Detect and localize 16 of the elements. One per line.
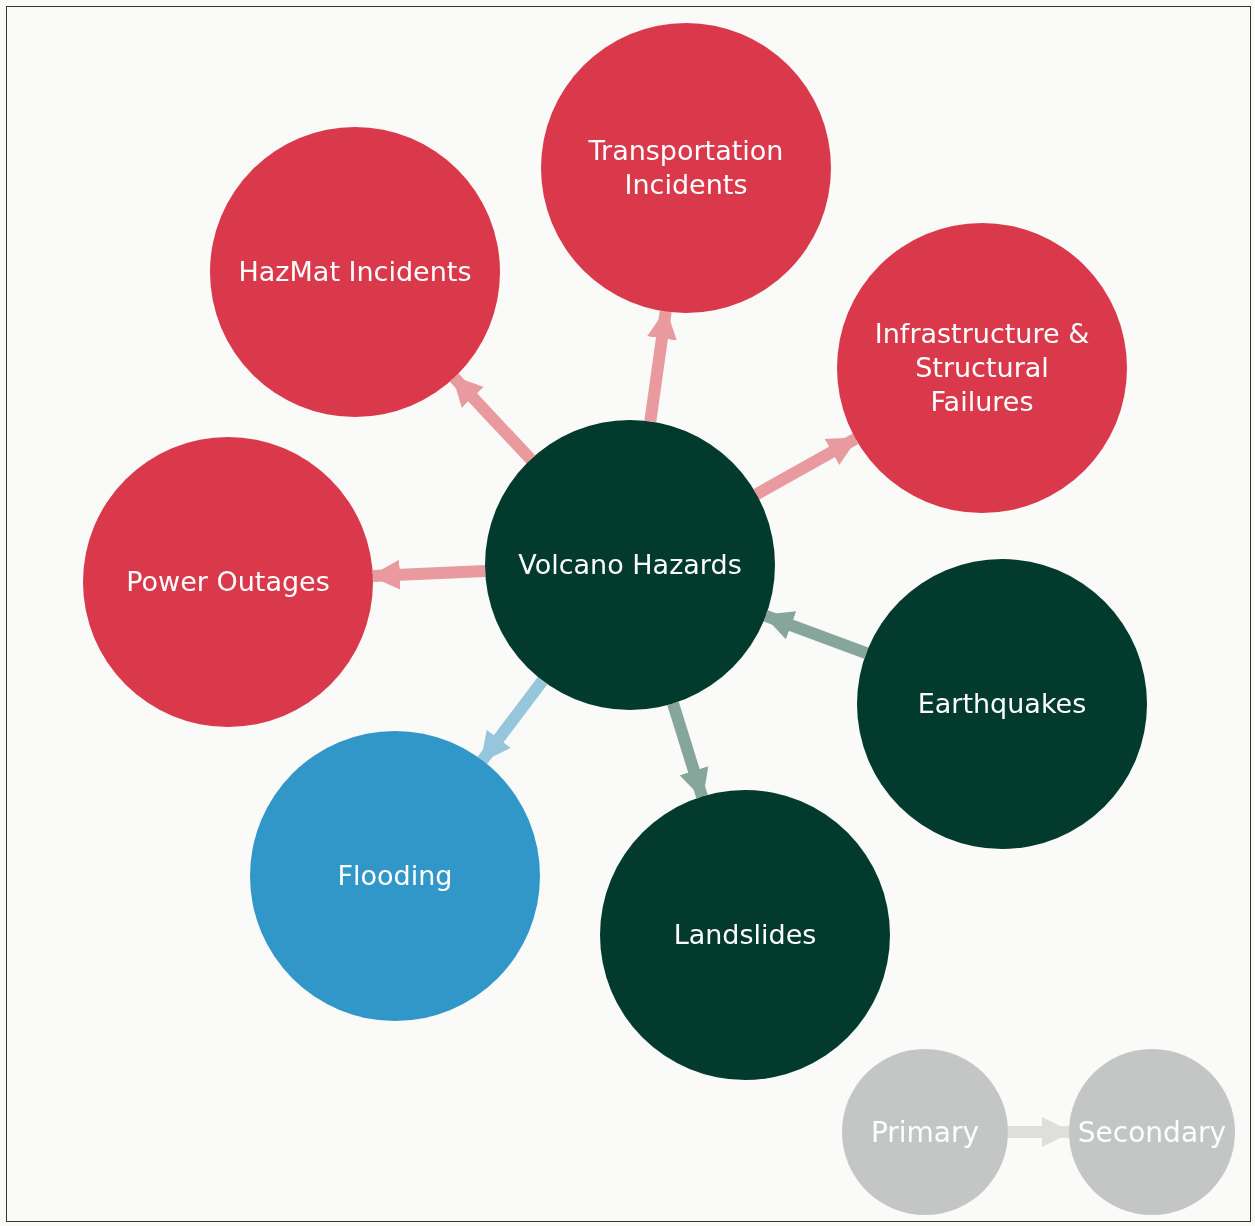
node-label: Power Outages — [126, 565, 330, 599]
node-label: Secondary — [1077, 1114, 1227, 1150]
arrow — [667, 701, 709, 800]
arrow — [449, 373, 536, 464]
node-label: Landslides — [673, 918, 817, 952]
node-label: Transportation Incidents — [587, 134, 785, 202]
arrow — [644, 308, 677, 423]
arrow — [753, 433, 859, 500]
node-label: Infrastructure & Structural Failures — [873, 317, 1091, 419]
node-label: HazMat Incidents — [238, 255, 472, 289]
arrow — [477, 677, 548, 764]
arrow — [763, 610, 869, 659]
node-label: Primary — [870, 1114, 980, 1150]
node-label: Earthquakes — [917, 687, 1087, 721]
node-label: Volcano Hazards — [518, 548, 742, 582]
node-label: Flooding — [337, 859, 453, 893]
